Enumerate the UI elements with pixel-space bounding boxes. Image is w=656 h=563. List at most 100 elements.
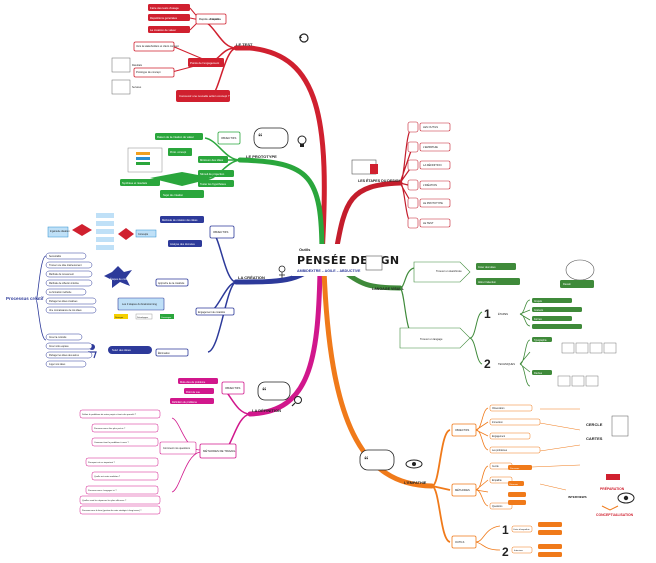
test-node-2: Répétitions générales: [150, 16, 178, 20]
brainstorm-step-1: Développer: [137, 316, 148, 319]
prototype-node-2: Stimuli de projection: [200, 172, 225, 176]
test-node-0: Faire des tests d'usage: [150, 6, 179, 10]
langage-node-7: Flèches: [534, 373, 543, 375]
empathie-far-0: CERCLE: [586, 422, 603, 427]
langage-node-2: Croquis: [534, 300, 543, 303]
empathie-g2-item-0: Carte d'empathie: [513, 528, 530, 531]
prototype-right-node: OBJECTIFS: [221, 136, 237, 140]
svg-text:2: 2: [484, 357, 491, 371]
definition-node-1: Point de vue: [186, 391, 201, 394]
creation-list-1: Trouver une idée intérieurement: [49, 264, 82, 267]
etapes-item-5: LE TEST: [423, 221, 434, 225]
creation-list-3: Méthode de réflexion intuitive: [49, 282, 80, 285]
definition-question-5: Pouvons-nous s'engager ici ?: [88, 489, 117, 492]
branch-prototype: LE PROTOTYPE “ Raison de la création de …: [120, 127, 307, 198]
brainstorm-step-0: Diverger: [115, 316, 124, 319]
creation-node-6: Étapes de créativité: [110, 276, 133, 281]
definition-question-2: Comment tout le problème à venir ?: [94, 441, 130, 444]
langage-mini-label: Créer des idées: [478, 266, 496, 269]
definition-node-0: Mots-clés du problème: [180, 381, 206, 384]
langage-node-0: Trouver un sketchnote: [436, 269, 462, 273]
lightbulb-icon: [297, 135, 307, 147]
creation-list-0: Sensorialité: [49, 255, 62, 258]
test-node-1: Rapide et rapide: [199, 17, 220, 21]
langage-node-3: Trouver un langage: [420, 337, 443, 341]
creation-list-2: Méthode du mouvement: [49, 273, 74, 276]
test-node-7: Concevoir une nouvelle action concept ?: [179, 94, 230, 98]
branch-definition: LA DÉFINITION “ Mots-clés du problème Po…: [79, 378, 302, 515]
prototype-node-4: Synthèse et résultats: [122, 181, 148, 185]
creation-node-4: Concepts: [138, 233, 149, 236]
empathie-group-1-title: MÉTHODES: [455, 487, 470, 492]
etapes-item-1: L'EMPATHIE: [423, 145, 438, 149]
branch-etapes: LES ÉTAPES DU DESIGN LES OUTILS L'EMPATH…: [351, 121, 451, 229]
svg-text:“: “: [262, 386, 267, 396]
langage-node-6: Typographie: [534, 339, 547, 342]
prototype-node-6: Sujet de création: [163, 193, 184, 197]
prototype-node-0: Raison de la création de valeur: [157, 135, 194, 139]
branch-langage-label: LANGAGE VISUEL: [372, 287, 405, 291]
langage-node-4: Couleurs: [534, 309, 544, 312]
test-side-2: Démarche: [210, 18, 222, 21]
definition-question-3: Pourquoi est-ce important ?: [88, 461, 116, 464]
definition-right-node: OBJECTIFS: [225, 386, 241, 390]
branch-empathie-label: L'EMPATHIE: [404, 481, 427, 485]
etapes-list: LES OUTILS L'EMPATHIE LA DÉFINITION L'ID…: [407, 121, 451, 229]
test-side-0: Résultats: [132, 64, 143, 67]
empathie-far-4: CONCEPTUALISATION: [596, 513, 634, 517]
creation-node-2: Ingénierie idéation: [50, 230, 70, 233]
langage-node-5: Formes: [534, 318, 543, 321]
empathie-g0-item-0: Observation: [492, 407, 505, 410]
center-small-label: Outils: [299, 247, 311, 252]
svg-text:1: 1: [502, 523, 509, 537]
empathie-g2-item-1: Interview: [514, 549, 523, 552]
prototype-node-5: Proto. concept: [170, 151, 186, 154]
empathie-far-2: PRÉPARATION: [600, 486, 625, 491]
test-node-5: Points de l'engagement: [190, 61, 219, 65]
empathie-g1-item-3: Observer: [509, 483, 518, 486]
etapes-item-0: LES OUTILS: [423, 125, 438, 129]
langage-aim-label: Attirer l'attention: [478, 281, 497, 284]
definition-question-1: Pouvons-nous être plus précis ?: [94, 427, 126, 430]
brainstorm-step-2: Converger: [161, 316, 171, 319]
test-node-6: Prototype de concept: [136, 70, 161, 74]
langage-technique-label: TECHNIQUES: [498, 362, 515, 366]
branch-prototype-label: LE PROTOTYPE: [246, 154, 277, 159]
creation-node-9: Élimination: [158, 352, 170, 355]
definition-question-4: Quelle est notre ambition ?: [94, 475, 121, 478]
definition-question-7: Pouvons-nous le faire (gestion de notre …: [82, 509, 142, 512]
refresh-icon: [299, 33, 309, 43]
creation-lower-2: Juger nos idées: [49, 363, 66, 366]
empathie-far-3: INTERVIEWS: [568, 495, 587, 499]
prototype-node-3: Tester les hypothèses: [200, 182, 227, 186]
definition-method-label: MÉTHODES DE TRAVAIL: [203, 448, 236, 453]
test-node-3: La création de valeur: [150, 28, 176, 32]
empathie-g1-item-1: Personas: [510, 467, 520, 470]
svg-text:1: 1: [484, 307, 491, 321]
etapes-item-2: LA DÉFINITION: [423, 162, 442, 167]
center-title: Outils PENSÉE DESIGN AMBIDEXTRE – AGILE …: [292, 244, 399, 276]
etapes-item-4: LE PROTOTYPE: [423, 201, 443, 205]
creation-lower-0: Créer notre espace: [49, 345, 69, 348]
creation-node-1: Analyse des données: [170, 242, 196, 246]
prototype-node-1: Minimum des idées: [200, 158, 224, 162]
definition-side-node: Comment nos questions: [163, 447, 191, 450]
eye-icon-large: [617, 492, 635, 504]
empathie-group-2-title: OUTILS: [455, 540, 465, 544]
definition-node-2: Définition du problème: [172, 401, 198, 404]
empathie-g0-item-3: Les problèmes: [492, 449, 508, 452]
langage-node-1: Dessin: [563, 282, 571, 286]
etapes-item-3: L'IDÉATION: [423, 182, 437, 187]
test-node-4: Vers la stakeholders et client concept: [136, 44, 179, 48]
branch-test: LE TEST Faire des tests d'usage Répétiti…: [111, 4, 309, 102]
creation-node-8: Suivi des idées: [112, 348, 131, 352]
creation-node-0: Méthode de création des idées: [162, 218, 198, 222]
person-icon: [278, 265, 286, 278]
definition-question-0: Définir le problème de notre projet et t…: [82, 413, 137, 416]
empathie-g0-item-1: Immersion: [492, 421, 503, 424]
creation-node-3: Approche de la créativité: [158, 282, 185, 285]
svg-text:2: 2: [502, 545, 509, 559]
magnifier-icon: [291, 396, 302, 407]
empathie-g0-item-2: Engagement: [492, 435, 505, 438]
